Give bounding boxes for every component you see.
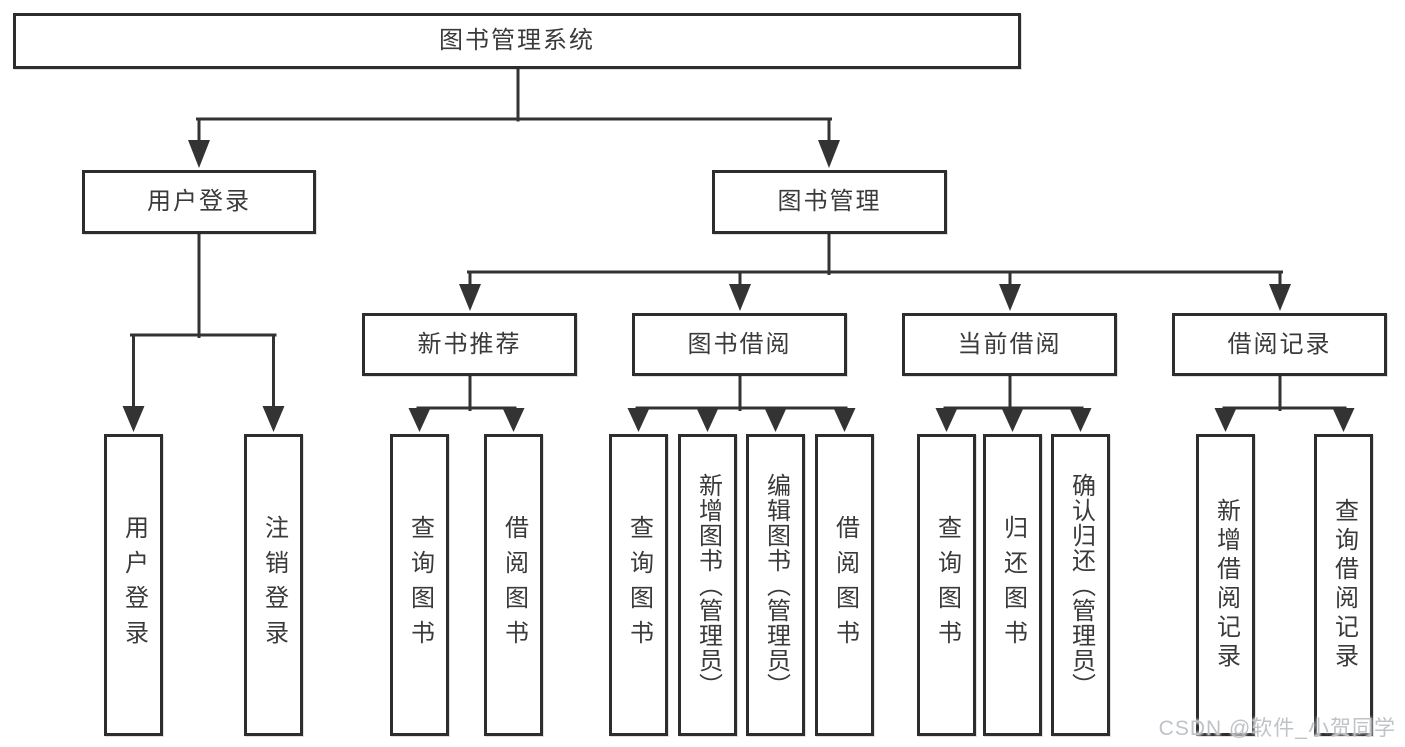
leaf-user-login: 用户登录 [104,434,163,736]
arrowhead-icon [262,406,285,432]
leaf-logout: 注销登录 [244,434,303,736]
arrowhead-icon [999,284,1021,311]
leaf-query-borrow-record: 查询借阅记录 [1314,434,1373,736]
arrowhead-icon [833,408,856,432]
arrowhead-icon [627,408,650,432]
leaf-query-books: 查询图书 [390,434,449,736]
leaf-query-books: 查询图书 [609,434,668,736]
arrowhead-icon [935,408,958,432]
arrowhead-icon [408,408,431,432]
node-new-book-recommendation: 新书推荐 [362,313,577,376]
node-borrowing-records: 借阅记录 [1172,313,1387,376]
leaf-add-borrow-record: 新增借阅记录 [1196,434,1255,736]
csdn-watermark: CSDN @软件_小贺同学 [1158,717,1396,740]
arrowhead-icon [1069,408,1092,432]
arrowhead-icon [502,408,525,432]
arrowhead-icon [1332,408,1355,432]
arrowheads [122,140,1355,432]
node-current-borrowing: 当前借阅 [902,313,1117,376]
arrowhead-icon [696,408,719,432]
leaf-query-books: 查询图书 [917,434,976,736]
node-user-login: 用户登录 [82,170,316,234]
leaf-add-book-admin: 新增图书（管理员） [678,434,737,736]
leaf-borrow-books: 借阅图书 [484,434,543,736]
leaf-borrow-books: 借阅图书 [815,434,874,736]
node-library-management-system: 图书管理系统 [13,13,1021,69]
arrowhead-icon [1214,408,1237,432]
arrowhead-icon [818,140,840,168]
arrowhead-icon [1001,408,1024,432]
node-book-management: 图书管理 [712,170,947,234]
node-book-borrowing: 图书借阅 [632,313,847,376]
leaf-return-books: 归还图书 [983,434,1042,736]
arrowhead-icon [122,406,145,432]
arrowhead-icon [729,284,751,311]
arrowhead-icon [764,408,787,432]
arrowhead-icon [1269,284,1291,311]
leaf-edit-book-admin: 编辑图书（管理员） [746,434,805,736]
leaf-confirm-return-admin: 确认归还（管理员） [1051,434,1110,736]
arrowhead-icon [188,140,210,168]
arrowhead-icon [459,284,481,311]
